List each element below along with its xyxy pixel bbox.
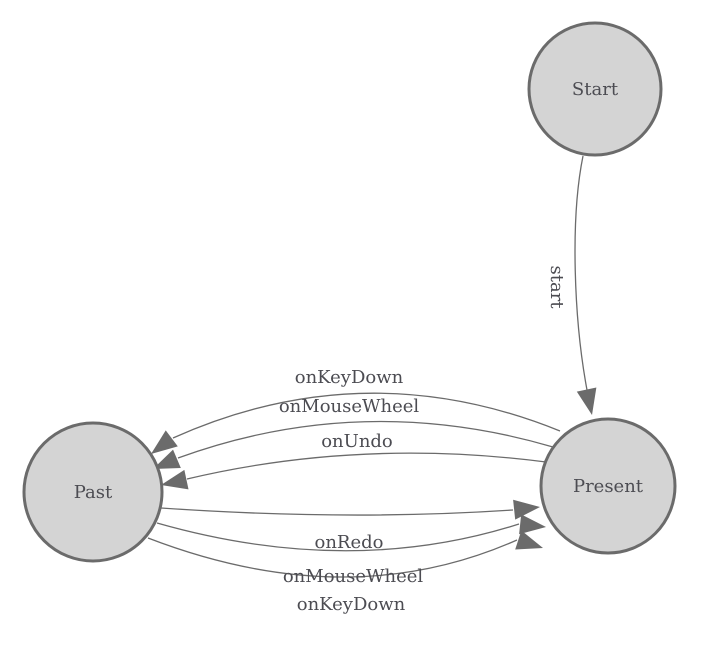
edge-label-onmousewheel-bottom: onMouseWheel — [283, 566, 424, 587]
node-label-start: Start — [572, 79, 619, 100]
edge-label-onundo: onUndo — [321, 431, 393, 452]
edge-label-start: start — [546, 265, 567, 309]
arrowhead-icon — [576, 387, 597, 415]
state-node-start — [527, 21, 663, 157]
edge-present-to-past-onundo — [186, 452, 547, 480]
arrowhead-icon — [519, 514, 546, 535]
edge-past-to-present-onmousewheel — [156, 522, 520, 552]
edge-past-to-present-onredo — [160, 507, 514, 516]
edge-start-to-present — [574, 155, 588, 391]
edge-past-to-present-onkeydown — [147, 537, 518, 578]
node-label-present: Present — [573, 476, 644, 497]
edge-present-to-past-onkeydown — [172, 392, 561, 439]
arrowhead-icon — [161, 469, 189, 490]
edge-label-onkeydown-top: onKeyDown — [295, 367, 404, 388]
arrowhead-icon — [513, 499, 540, 520]
arrowhead-icon — [153, 449, 181, 469]
arrowhead-icon — [151, 430, 178, 454]
edge-present-to-past-onmousewheel — [177, 420, 554, 459]
node-label-past: Past — [74, 482, 113, 503]
arrowhead-icon — [515, 530, 543, 550]
edge-label-onredo: onRedo — [315, 532, 384, 553]
state-node-past — [22, 421, 164, 563]
edge-label-onkeydown-bottom: onKeyDown — [297, 594, 406, 615]
state-node-present — [539, 417, 677, 555]
edge-label-onmousewheel-top: onMouseWheel — [279, 396, 420, 417]
